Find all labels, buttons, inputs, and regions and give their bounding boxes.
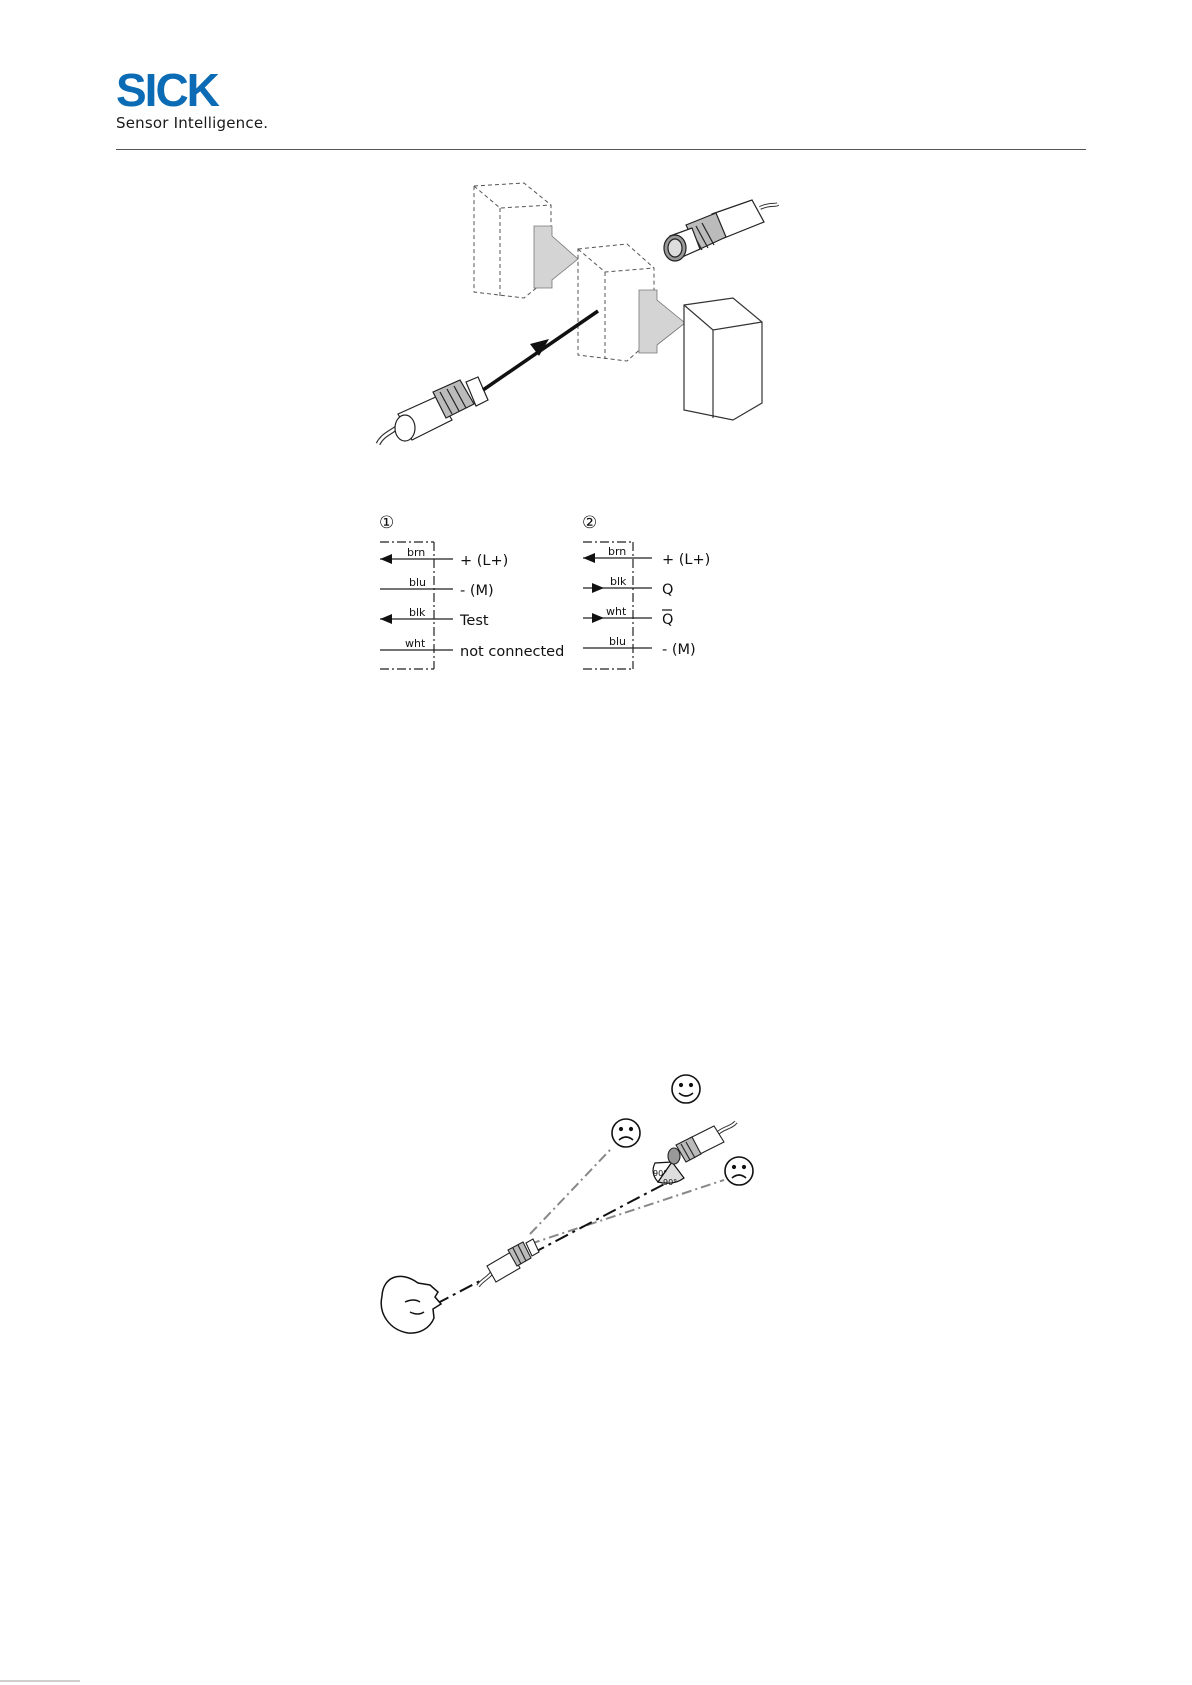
- angle-indicator: 90° 90°: [653, 1162, 684, 1187]
- misaligned-beam: [530, 1150, 610, 1234]
- angle-label: 90°: [653, 1169, 667, 1178]
- sad-face-icon: [612, 1119, 640, 1147]
- sender-sensor-icon: [478, 1239, 539, 1286]
- eye-head-icon: [381, 1276, 441, 1333]
- alignment-figure: 90° 90°: [0, 0, 1192, 1400]
- happy-face-icon: [672, 1075, 700, 1103]
- sad-face-icon: [725, 1157, 753, 1185]
- aligned-beam: [436, 1180, 672, 1304]
- angle-label: 90°: [663, 1178, 677, 1187]
- receiver-sensor-icon: [668, 1122, 736, 1164]
- page-crop-mark: [0, 1678, 80, 1685]
- misaligned-beam: [530, 1180, 724, 1244]
